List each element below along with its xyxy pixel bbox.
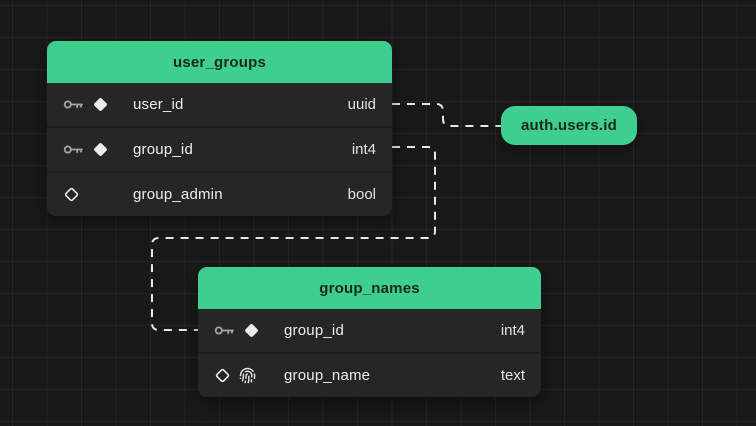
- column-type: text: [500, 367, 525, 384]
- key-icon: [214, 326, 234, 335]
- column-type: int4: [500, 322, 525, 339]
- diamond-filled-icon: [94, 98, 107, 111]
- row-icons: [214, 367, 276, 384]
- row-icons: [63, 96, 125, 113]
- diamond-outline-icon: [215, 368, 230, 383]
- column-type: uuid: [347, 96, 376, 113]
- table-row: group_id int4: [198, 309, 541, 352]
- row-icons: [63, 141, 125, 158]
- column-name: user_id: [133, 96, 184, 113]
- key-icon: [63, 145, 83, 154]
- column-name: group_id: [284, 322, 344, 339]
- diamond-outline-icon: [64, 187, 79, 202]
- row-icons: [214, 322, 276, 339]
- external-node-label: auth.users.id: [521, 117, 617, 134]
- table-row: group_name text: [198, 352, 541, 397]
- column-type: bool: [347, 186, 376, 203]
- external-node-auth-users-id[interactable]: auth.users.id: [501, 106, 637, 145]
- fingerprint-icon: [239, 367, 256, 384]
- diamond-filled-icon: [94, 143, 107, 156]
- key-icon: [63, 100, 83, 109]
- table-title: user_groups: [47, 41, 392, 83]
- edge-user-id-to-auth-users: [392, 103, 501, 127]
- table-row: user_id uuid: [47, 83, 392, 126]
- column-type: int4: [351, 141, 376, 158]
- column-name: group_id: [133, 141, 193, 158]
- row-icons: [63, 186, 125, 203]
- table-row: group_admin bool: [47, 171, 392, 216]
- column-name: group_name: [284, 367, 371, 384]
- table-row: group_id int4: [47, 126, 392, 171]
- table-node-group-names[interactable]: group_names group_id int4: [198, 267, 541, 397]
- column-name: group_admin: [133, 186, 223, 203]
- table-title: group_names: [198, 267, 541, 309]
- diamond-filled-icon: [245, 324, 258, 337]
- table-node-user-groups[interactable]: user_groups user_id uuid: [47, 41, 392, 216]
